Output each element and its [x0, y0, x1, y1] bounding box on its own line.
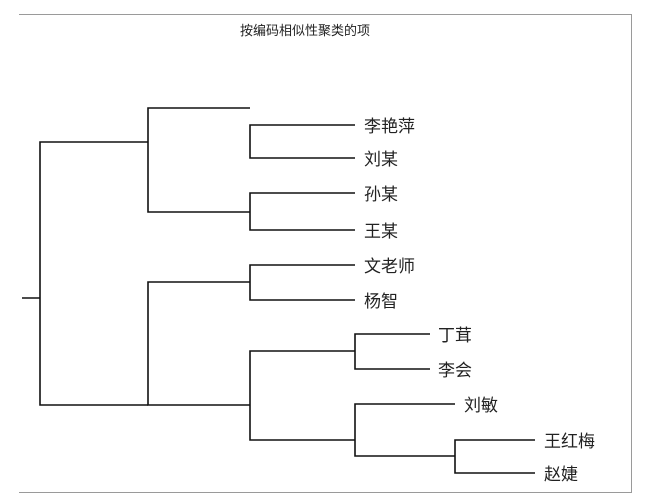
cluster-liu-group: [354, 403, 455, 457]
cluster-li-liu: [249, 124, 355, 159]
leaf-label: 孙某: [364, 185, 398, 205]
cluster-lower: [147, 281, 250, 406]
cluster-wen-yang: [249, 264, 355, 301]
diagram-frame: [19, 14, 632, 493]
diagram-title: 按编码相似性聚类的项: [240, 24, 371, 39]
cluster-wang-zhao: [454, 439, 535, 474]
leaf-label: 丁茸: [438, 326, 472, 346]
leaf-label: 刘敏: [464, 396, 498, 416]
leaf-label: 李会: [438, 361, 472, 381]
leaf-label: 王红梅: [544, 432, 595, 452]
cluster-sun-wang: [249, 192, 355, 231]
cluster-ding-group: [249, 350, 355, 441]
leaf-label: 刘某: [364, 150, 398, 170]
leaf-label: 赵婕: [544, 465, 578, 485]
cluster-root: [39, 141, 148, 406]
cluster-ding-li: [354, 333, 430, 370]
cluster-upper: [147, 107, 250, 213]
leaf-label: 杨智: [364, 292, 398, 312]
leaf-label: 文老师: [364, 257, 415, 277]
leaf-label: 李艳萍: [364, 117, 415, 137]
leaf-label: 王某: [364, 222, 398, 242]
